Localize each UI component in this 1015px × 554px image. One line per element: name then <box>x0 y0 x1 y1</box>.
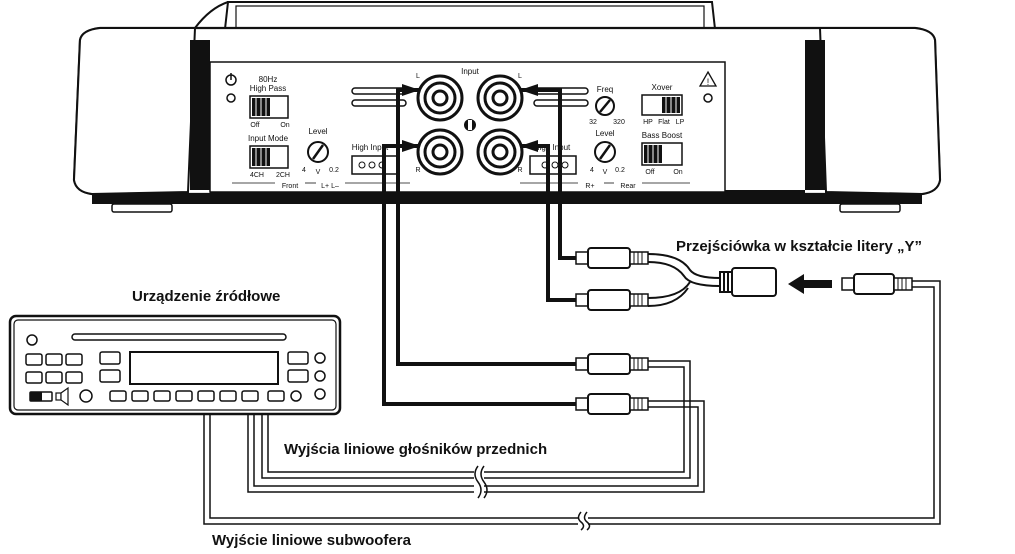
input-title: Input <box>461 67 480 76</box>
ch2-label: 2CH <box>276 172 290 179</box>
volume-knob[interactable] <box>79 389 93 403</box>
rca-jack-front-r[interactable] <box>416 128 464 176</box>
hp-off-label: Off <box>250 122 259 129</box>
cd-slot <box>71 333 287 341</box>
front-level-max: 0.2 <box>329 167 339 174</box>
source-button[interactable] <box>287 351 309 365</box>
rear-level-label: Level <box>595 129 614 138</box>
preset-button[interactable] <box>175 390 193 402</box>
source-button[interactable] <box>25 353 43 366</box>
front-label: Front <box>282 183 298 190</box>
cable-break-marks <box>474 465 591 531</box>
rca-plug-sub <box>841 273 913 295</box>
hp-on-label: On <box>280 122 289 129</box>
freq-knob[interactable] <box>595 96 615 116</box>
y-adapter-callout: Przejściówka w kształcie litery „Y” <box>676 238 922 255</box>
ch4-label: 4CH <box>250 172 264 179</box>
rca-plug-front-lower <box>575 393 649 415</box>
freq-label: Freq <box>597 85 613 94</box>
warning-icon: ! <box>698 70 718 103</box>
preset-button[interactable] <box>109 390 127 402</box>
rca-rear-l-label: L <box>518 73 522 80</box>
xover-lp: LP <box>676 119 685 126</box>
l-terminals-label: L+ L– <box>321 183 339 190</box>
connect-arrow-icon <box>788 274 832 294</box>
input-mode-switch[interactable] <box>249 145 289 169</box>
rca-jack-rear-l[interactable] <box>476 74 524 122</box>
r-terminals-label: R+ <box>585 183 594 190</box>
xover-flat: Flat <box>658 119 670 126</box>
rear-high-input-label: High Input <box>534 143 571 152</box>
rear-level-unit: V <box>603 169 608 176</box>
source-button[interactable] <box>290 390 302 402</box>
bass-boost-label: Bass Boost <box>642 131 683 140</box>
source-button[interactable] <box>26 334 38 346</box>
rear-label: Rear <box>620 183 636 190</box>
xover-switch[interactable] <box>641 94 683 116</box>
center-indicator-icon <box>464 119 476 131</box>
preset-button[interactable] <box>267 390 285 402</box>
hz80-label: 80Hz <box>259 75 278 84</box>
rear-level-knob[interactable] <box>594 141 616 163</box>
front-high-input-terminal[interactable] <box>351 155 399 175</box>
front-level-knob[interactable] <box>307 141 329 163</box>
preset-button[interactable] <box>241 390 259 402</box>
source-button[interactable] <box>314 370 326 382</box>
bass-boost-off: Off <box>645 169 654 176</box>
control-panel <box>209 61 726 193</box>
speaker-icon <box>55 386 69 407</box>
amp-input-cables <box>382 84 576 406</box>
xover-label: Xover <box>652 83 673 92</box>
rca-jack-rear-r[interactable] <box>476 128 524 176</box>
bass-boost-on: On <box>673 169 682 176</box>
preset-button[interactable] <box>131 390 149 402</box>
rca-rear-r-label: R <box>517 167 522 174</box>
y-adapter <box>647 253 777 307</box>
source-cables <box>203 280 941 525</box>
power-icon <box>225 73 237 103</box>
freq-max: 320 <box>613 119 625 126</box>
source-button[interactable] <box>45 353 63 366</box>
source-button[interactable] <box>25 371 43 384</box>
xover-hp: HP <box>643 119 653 126</box>
input-mode-label: Input Mode <box>248 134 289 143</box>
svg-text:!: ! <box>707 77 710 87</box>
rear-level-min: 4 <box>590 167 594 174</box>
sub-output-callout: Wyjście liniowe subwoofera <box>212 532 411 549</box>
front-outputs-callout: Wyjścia liniowe głośników przednich <box>284 441 548 458</box>
freq-min: 32 <box>589 119 597 126</box>
high-pass-switch[interactable] <box>249 95 289 119</box>
rca-jack-front-l[interactable] <box>416 74 464 122</box>
front-high-input-label: High Input <box>352 143 389 152</box>
amplifier: ! 80Hz High Pass Off On Input Mode 4CH 2… <box>72 1 942 213</box>
high-pass-label: High Pass <box>250 84 286 93</box>
preset-button[interactable] <box>153 390 171 402</box>
source-button[interactable] <box>65 371 83 384</box>
source-button[interactable] <box>99 369 121 383</box>
front-level-unit: V <box>316 169 321 176</box>
source-button[interactable] <box>314 352 326 364</box>
source-unit-callout: Urządzenie źródłowe <box>132 288 281 305</box>
source-unit <box>8 314 342 416</box>
preset-button[interactable] <box>219 390 237 402</box>
source-button[interactable] <box>287 369 309 383</box>
source-display <box>129 351 279 385</box>
front-level-min: 4 <box>302 167 306 174</box>
rca-front-l-label: L <box>416 73 420 80</box>
source-button[interactable] <box>45 371 63 384</box>
source-button[interactable] <box>99 351 121 365</box>
front-level-label: Level <box>308 127 327 136</box>
rear-high-input-terminal[interactable] <box>529 155 577 175</box>
bass-boost-switch[interactable] <box>641 142 683 166</box>
rca-plug-y-upper <box>575 247 649 269</box>
rca-front-r-label: R <box>415 167 420 174</box>
rca-plug-front-upper <box>575 353 649 375</box>
source-button[interactable] <box>65 353 83 366</box>
source-button[interactable] <box>314 388 326 400</box>
rear-level-max: 0.2 <box>615 167 625 174</box>
preset-button[interactable] <box>197 390 215 402</box>
rca-plug-y-lower <box>575 289 649 311</box>
